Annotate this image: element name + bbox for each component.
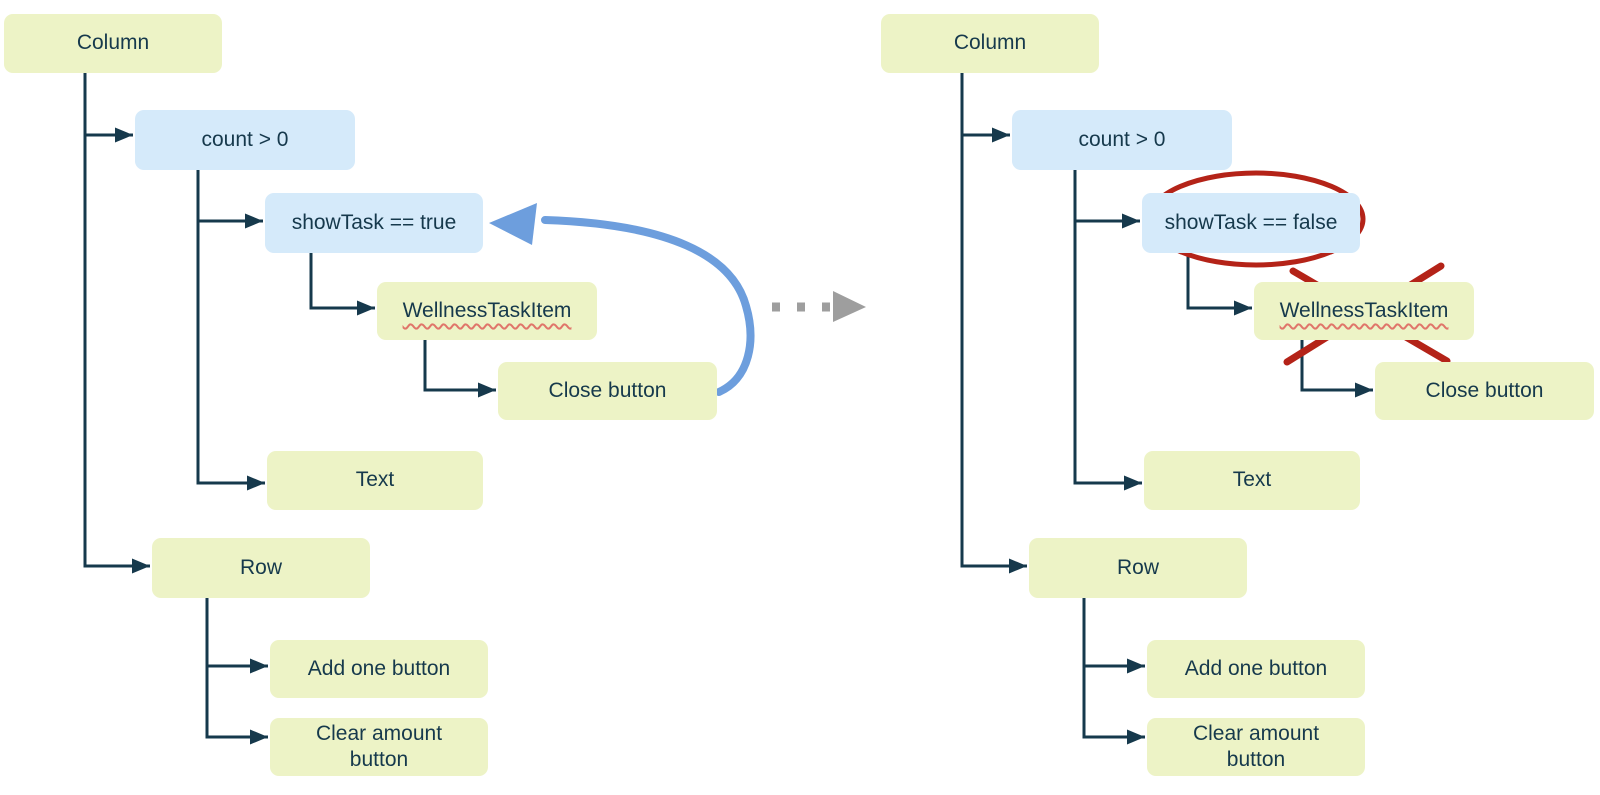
node-add-one-button: Add one button xyxy=(270,640,488,698)
node-showtask-condition: showTask == false xyxy=(1142,193,1360,253)
node-wellness-task-item: WellnessTaskItem xyxy=(1254,282,1474,340)
node-add-one-button-label: Add one button xyxy=(307,656,451,680)
node-clear-amount-button-label: Clear amount button xyxy=(1192,721,1320,771)
node-text: Text xyxy=(267,451,483,510)
node-column-label: Column xyxy=(953,31,1027,55)
node-clear-amount-button-label: Clear amount button xyxy=(315,721,443,771)
node-clear-amount-button: Clear amount button xyxy=(270,718,488,776)
node-text-label: Text xyxy=(355,468,395,492)
node-row: Row xyxy=(152,538,370,598)
tree-after-recomposition: Column count > 0 showTask == false Welln… xyxy=(877,0,1600,795)
transition-arrow-icon xyxy=(772,291,866,322)
node-showtask-condition-label: showTask == true xyxy=(291,210,457,234)
node-count-condition-label: count > 0 xyxy=(1078,127,1166,151)
node-text-label: Text xyxy=(1232,468,1272,492)
tree-before-recomposition: Column count > 0 showTask == true Wellne… xyxy=(0,0,723,795)
node-row-label: Row xyxy=(1116,555,1159,579)
node-column: Column xyxy=(4,14,222,73)
recomposition-arrow xyxy=(489,203,755,396)
node-showtask-condition: showTask == true xyxy=(265,193,483,253)
node-showtask-condition-label: showTask == false xyxy=(1164,210,1338,234)
node-wellness-task-item-label: WellnessTaskItem xyxy=(402,298,572,322)
node-text: Text xyxy=(1144,451,1360,510)
node-count-condition: count > 0 xyxy=(135,110,355,170)
node-column: Column xyxy=(881,14,1099,73)
node-close-button: Close button xyxy=(498,362,717,420)
node-count-condition-label: count > 0 xyxy=(201,127,289,151)
node-wellness-task-item: WellnessTaskItem xyxy=(377,282,597,340)
node-row-label: Row xyxy=(239,555,282,579)
node-add-one-button-label: Add one button xyxy=(1184,656,1328,680)
node-close-button-label: Close button xyxy=(548,378,667,402)
after-tree-connectors xyxy=(960,73,1373,745)
node-column-label: Column xyxy=(76,31,150,55)
node-clear-amount-button: Clear amount button xyxy=(1147,718,1365,776)
node-row: Row xyxy=(1029,538,1247,598)
node-close-button: Close button xyxy=(1375,362,1594,420)
node-count-condition: count > 0 xyxy=(1012,110,1232,170)
node-wellness-task-item-label: WellnessTaskItem xyxy=(1279,298,1449,322)
before-tree-connectors xyxy=(83,73,496,745)
node-close-button-label: Close button xyxy=(1425,378,1544,402)
node-add-one-button: Add one button xyxy=(1147,640,1365,698)
